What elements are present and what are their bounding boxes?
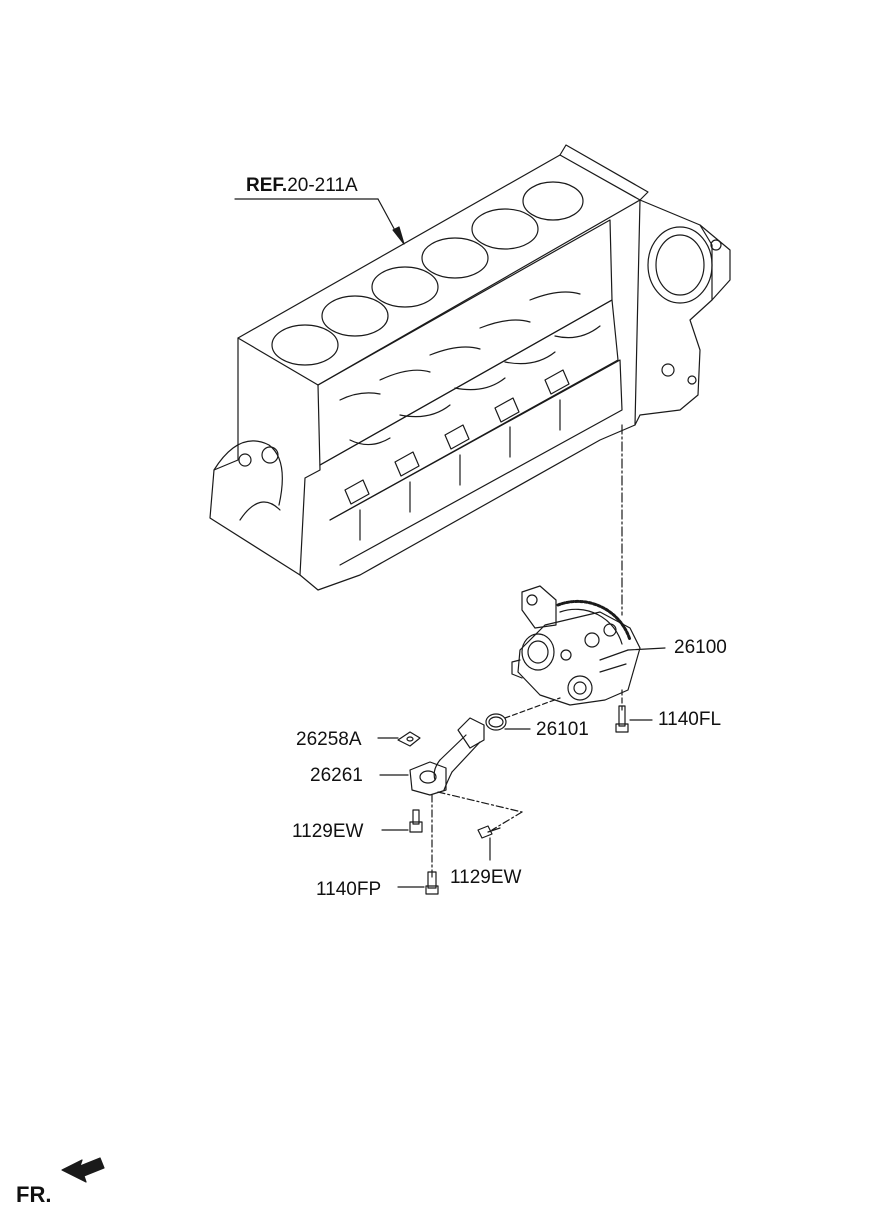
reference-number: 20-211A <box>287 175 358 196</box>
pump-bolt-drawing <box>615 689 653 733</box>
gasket-drawing <box>377 731 421 747</box>
callout-stud-bolt: 1140FP <box>316 879 382 900</box>
reference-label: REF.20-211A <box>246 176 358 195</box>
reference-prefix: REF. <box>246 175 288 196</box>
callout-oil-pump-assembly: 26100 <box>674 637 727 658</box>
callout-oil-strainer-pipe: 26261 <box>310 765 363 786</box>
o-ring-drawing <box>485 697 561 731</box>
reference-leader <box>234 198 405 245</box>
stud-bolt-drawing <box>397 871 439 895</box>
oil-pump-assembly-drawing <box>511 585 666 706</box>
engine-block <box>209 144 731 591</box>
bolt-right-drawing <box>477 825 501 861</box>
callout-pump-bolt: 1140FL <box>658 709 722 730</box>
oil-strainer-pipe-drawing <box>379 717 485 796</box>
callout-o-ring: 26101 <box>536 719 589 740</box>
leader-right-bolt <box>491 811 523 831</box>
front-indicator-label: FR. <box>16 1182 52 1207</box>
callout-bolt-right: 1129EW <box>450 867 522 888</box>
bolt-left-drawing <box>381 809 423 833</box>
front-arrow-icon <box>61 1157 105 1183</box>
callout-gasket: 26258A <box>296 729 362 750</box>
leader-pipe-to-right-bolt <box>437 791 523 813</box>
callout-bolt-left: 1129EW <box>292 821 364 842</box>
